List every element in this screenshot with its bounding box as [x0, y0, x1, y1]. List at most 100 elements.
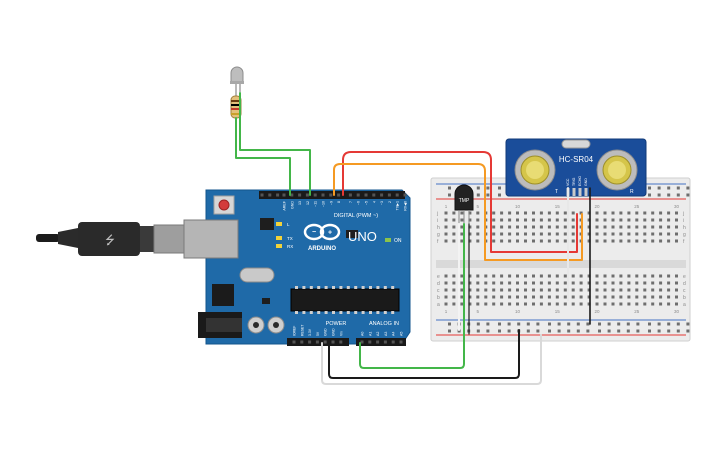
- wires[interactable]: [235, 92, 591, 385]
- bb-hole[interactable]: [460, 211, 464, 215]
- bb-hole[interactable]: [547, 302, 551, 306]
- bb-hole[interactable]: [675, 225, 678, 229]
- bb-hole[interactable]: [468, 288, 472, 292]
- digital-pin-hole[interactable]: [364, 193, 368, 197]
- bb-hole[interactable]: [627, 232, 631, 236]
- bb-hole[interactable]: [476, 211, 480, 215]
- bb-hole[interactable]: [547, 295, 551, 299]
- bb-hole[interactable]: [611, 211, 615, 215]
- analog-pin-hole[interactable]: [368, 340, 372, 344]
- rail-hole[interactable]: [486, 322, 490, 326]
- rail-hole[interactable]: [548, 329, 551, 333]
- bb-hole[interactable]: [563, 218, 567, 222]
- bb-hole[interactable]: [563, 288, 567, 292]
- bb-hole[interactable]: [460, 225, 464, 229]
- bb-hole[interactable]: [516, 302, 519, 306]
- rail-hole[interactable]: [686, 193, 690, 197]
- bb-hole[interactable]: [524, 302, 527, 306]
- bb-hole[interactable]: [659, 274, 663, 278]
- rail-hole[interactable]: [686, 186, 690, 190]
- bb-hole[interactable]: [643, 288, 647, 292]
- digital-pin-hole[interactable]: [268, 193, 272, 197]
- bb-hole[interactable]: [539, 288, 543, 292]
- digital-pin-hole[interactable]: [276, 193, 280, 197]
- bb-hole[interactable]: [571, 225, 575, 229]
- rail-hole[interactable]: [448, 322, 451, 326]
- bb-hole[interactable]: [571, 274, 575, 278]
- bb-hole[interactable]: [539, 274, 543, 278]
- bb-hole[interactable]: [555, 232, 559, 236]
- rail-hole[interactable]: [498, 186, 501, 190]
- bb-hole[interactable]: [460, 239, 464, 243]
- power-pin-hole[interactable]: [323, 340, 327, 344]
- bb-hole[interactable]: [675, 211, 678, 215]
- bb-hole[interactable]: [492, 211, 496, 215]
- bb-hole[interactable]: [452, 225, 456, 229]
- bb-hole[interactable]: [476, 218, 480, 222]
- bb-hole[interactable]: [468, 218, 472, 222]
- rail-hole[interactable]: [648, 186, 651, 190]
- bb-hole[interactable]: [444, 232, 448, 236]
- bb-hole[interactable]: [659, 295, 663, 299]
- rail-hole[interactable]: [536, 322, 540, 326]
- digital-pin-hole[interactable]: [380, 193, 384, 197]
- bb-hole[interactable]: [468, 211, 472, 215]
- bb-hole[interactable]: [555, 295, 559, 299]
- bb-hole[interactable]: [508, 295, 512, 299]
- bb-hole[interactable]: [667, 239, 671, 243]
- bb-hole[interactable]: [508, 239, 512, 243]
- bb-hole[interactable]: [516, 239, 519, 243]
- bb-hole[interactable]: [595, 239, 599, 243]
- rail-hole[interactable]: [567, 329, 571, 333]
- bb-hole[interactable]: [500, 239, 504, 243]
- bb-hole[interactable]: [532, 239, 535, 243]
- bb-hole[interactable]: [476, 274, 480, 278]
- bb-hole[interactable]: [611, 288, 615, 292]
- bb-hole[interactable]: [595, 302, 599, 306]
- bb-hole[interactable]: [667, 288, 671, 292]
- digital-pin-hole[interactable]: [372, 193, 376, 197]
- bb-hole[interactable]: [452, 302, 456, 306]
- bb-hole[interactable]: [444, 218, 448, 222]
- rail-hole[interactable]: [476, 329, 480, 333]
- bb-hole[interactable]: [532, 232, 535, 236]
- bb-hole[interactable]: [627, 295, 631, 299]
- rail-hole[interactable]: [657, 186, 661, 190]
- bb-hole[interactable]: [619, 211, 623, 215]
- bb-hole[interactable]: [524, 288, 527, 292]
- rail-hole[interactable]: [448, 186, 451, 190]
- bb-hole[interactable]: [539, 281, 543, 285]
- wire-led-gnd[interactable]: [235, 117, 291, 196]
- bb-hole[interactable]: [635, 274, 639, 278]
- digital-pin-hole[interactable]: [337, 193, 341, 197]
- bb-hole[interactable]: [595, 274, 599, 278]
- bb-hole[interactable]: [635, 288, 639, 292]
- bb-hole[interactable]: [468, 232, 472, 236]
- bb-hole[interactable]: [667, 281, 671, 285]
- bb-hole[interactable]: [468, 225, 472, 229]
- bb-hole[interactable]: [571, 295, 575, 299]
- bb-hole[interactable]: [627, 225, 631, 229]
- bb-hole[interactable]: [563, 211, 567, 215]
- bb-hole[interactable]: [500, 295, 504, 299]
- bb-hole[interactable]: [603, 218, 607, 222]
- bb-hole[interactable]: [643, 232, 647, 236]
- bb-hole[interactable]: [452, 211, 456, 215]
- bb-hole[interactable]: [524, 281, 527, 285]
- bb-hole[interactable]: [508, 302, 512, 306]
- rail-hole[interactable]: [648, 193, 651, 197]
- bb-hole[interactable]: [579, 281, 583, 285]
- bb-hole[interactable]: [444, 225, 448, 229]
- bb-hole[interactable]: [587, 295, 591, 299]
- bb-hole[interactable]: [571, 218, 575, 222]
- power-pin-hole[interactable]: [339, 340, 343, 344]
- bb-hole[interactable]: [651, 281, 655, 285]
- bb-hole[interactable]: [563, 239, 567, 243]
- rail-hole[interactable]: [626, 322, 630, 326]
- bb-hole[interactable]: [563, 302, 567, 306]
- bb-hole[interactable]: [492, 218, 496, 222]
- wire-analog-a0[interactable]: [359, 223, 465, 369]
- bb-hole[interactable]: [532, 288, 535, 292]
- rail-hole[interactable]: [548, 322, 551, 326]
- bb-hole[interactable]: [635, 239, 639, 243]
